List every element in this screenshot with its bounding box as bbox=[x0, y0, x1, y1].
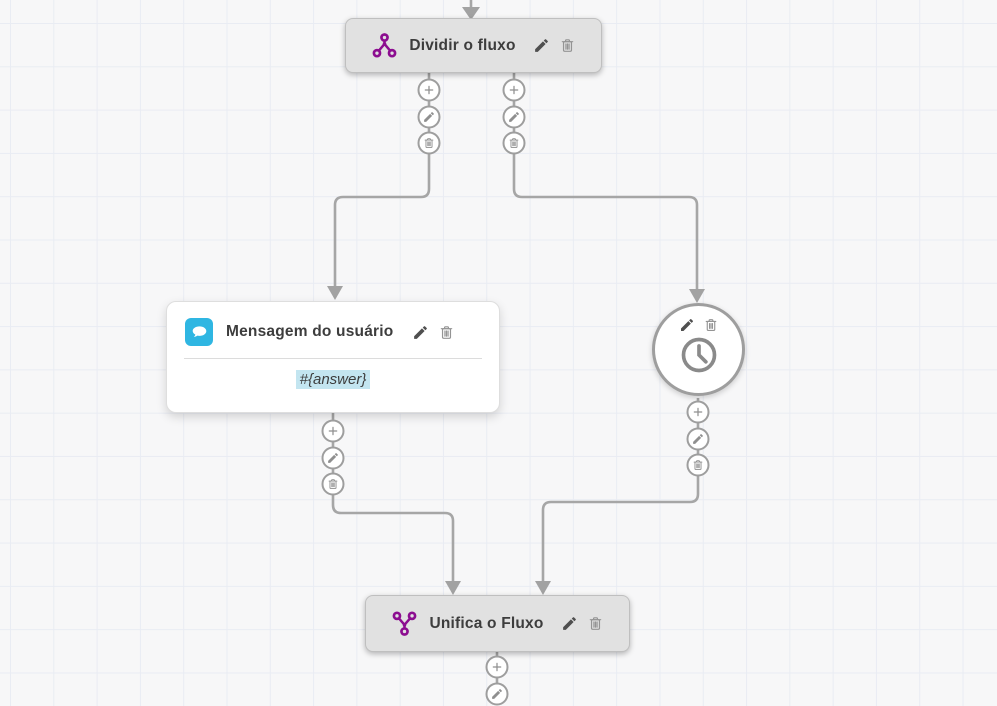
edit-connection-button[interactable] bbox=[321, 446, 345, 470]
plus-icon bbox=[423, 84, 436, 97]
plus-icon bbox=[327, 425, 340, 438]
add-block-button[interactable] bbox=[321, 419, 345, 443]
delete-connection-button[interactable] bbox=[417, 131, 441, 155]
pencil-icon bbox=[692, 433, 705, 446]
pencil-icon bbox=[491, 688, 504, 701]
node-title: Mensagem do usuário bbox=[226, 323, 394, 340]
delete-connection-button[interactable] bbox=[686, 453, 710, 477]
pencil-icon bbox=[412, 324, 429, 341]
delete-connection-button[interactable] bbox=[321, 472, 345, 496]
plus-icon bbox=[692, 406, 705, 419]
clock-icon bbox=[679, 335, 719, 375]
chat-bubble-icon bbox=[185, 318, 213, 346]
variable-chip: #{answer} bbox=[295, 370, 371, 389]
add-block-button[interactable] bbox=[502, 78, 526, 102]
plus-icon bbox=[508, 84, 521, 97]
split-icon bbox=[371, 32, 398, 59]
node-title: Dividir o fluxo bbox=[409, 36, 516, 54]
pencil-icon bbox=[423, 111, 436, 124]
wire-split-right bbox=[512, 73, 699, 289]
node-user-message[interactable]: Mensagem do usuário #{answer} bbox=[166, 301, 500, 413]
arrowhead bbox=[327, 286, 343, 300]
trash-icon bbox=[703, 317, 719, 333]
edit-connection-button[interactable] bbox=[417, 105, 441, 129]
edit-connection-button[interactable] bbox=[502, 105, 526, 129]
wire-message-to-merge bbox=[331, 413, 455, 581]
edit-connection-button[interactable] bbox=[686, 427, 710, 451]
arrowhead bbox=[535, 581, 551, 595]
pencil-icon bbox=[679, 317, 695, 333]
pencil-icon bbox=[508, 111, 521, 124]
trash-icon bbox=[438, 324, 455, 341]
edit-node-button[interactable] bbox=[561, 615, 578, 632]
delete-node-button[interactable] bbox=[438, 324, 455, 341]
trash-icon bbox=[327, 478, 340, 491]
merge-icon bbox=[391, 610, 418, 637]
arrowhead bbox=[462, 7, 480, 20]
add-block-button[interactable] bbox=[417, 78, 441, 102]
trash-icon bbox=[559, 37, 576, 54]
plus-icon bbox=[491, 661, 504, 674]
pencil-icon bbox=[561, 615, 578, 632]
node-title: Unifica o Fluxo bbox=[429, 614, 544, 632]
edit-connection-button[interactable] bbox=[485, 682, 509, 706]
edit-node-button[interactable] bbox=[533, 37, 550, 54]
add-block-button[interactable] bbox=[686, 400, 710, 424]
trash-icon bbox=[587, 615, 604, 632]
trash-icon bbox=[508, 137, 521, 150]
wire-split-left bbox=[333, 73, 431, 286]
wire-timer-to-merge bbox=[541, 398, 700, 581]
delete-node-button[interactable] bbox=[587, 615, 604, 632]
trash-icon bbox=[423, 137, 436, 150]
delete-node-button[interactable] bbox=[559, 37, 576, 54]
delete-connection-button[interactable] bbox=[502, 131, 526, 155]
arrowhead bbox=[445, 581, 461, 595]
edit-node-button[interactable] bbox=[679, 317, 695, 333]
add-block-button[interactable] bbox=[485, 655, 509, 679]
edit-node-button[interactable] bbox=[412, 324, 429, 341]
node-merge-flow[interactable]: Unifica o Fluxo bbox=[365, 595, 630, 652]
pencil-icon bbox=[327, 452, 340, 465]
arrowhead bbox=[689, 289, 705, 303]
trash-icon bbox=[692, 459, 705, 472]
node-timer[interactable] bbox=[652, 303, 745, 396]
pencil-icon bbox=[533, 37, 550, 54]
delete-node-button[interactable] bbox=[703, 317, 719, 333]
node-split-flow[interactable]: Dividir o fluxo bbox=[345, 18, 602, 73]
card-divider bbox=[184, 358, 482, 359]
